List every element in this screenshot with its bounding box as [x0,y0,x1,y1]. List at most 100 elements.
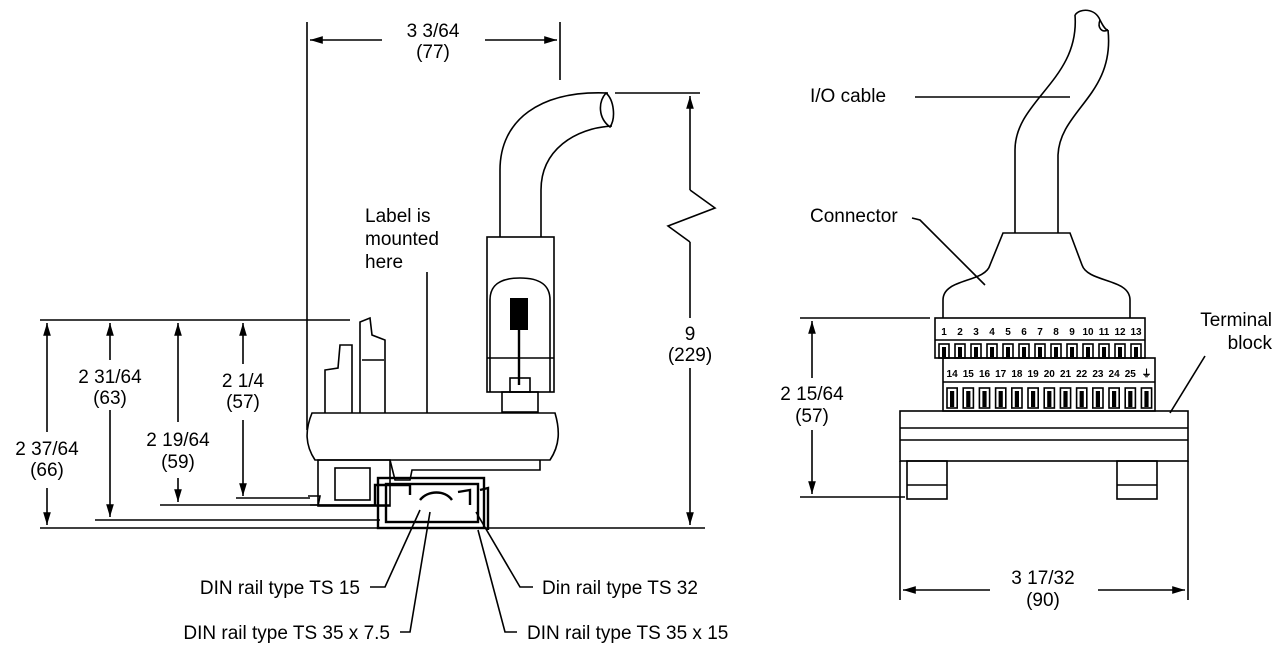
terminal-top-pin-slot [1118,347,1122,357]
label-note-line1: Label is [365,206,431,227]
side-view: 3 3/64 (77) [15,21,728,644]
rail-label-ts32: Din rail type TS 32 [542,578,698,599]
terminal-bottom-pin [1043,387,1056,409]
terminal-bottom-pin-slot [1095,391,1100,407]
terminal-bottom-pin [962,387,975,409]
dim-59: 2 19/64 (59) [146,323,210,502]
rail-label-ts35x15: DIN rail type TS 35 x 15 [527,623,728,644]
terminal-bottom-pin [1075,387,1088,409]
terminal-top-pin-slot [1038,347,1042,357]
terminal-bottom-pin-slot [982,391,987,407]
label-note: Label is mounted here [365,206,439,273]
dim-57-side-mm: (57) [226,392,260,413]
terminal-bottom-pin [994,387,1007,409]
terminal-bottom-pin-slot [1063,391,1068,407]
terminal-bottom-pin [1059,387,1072,409]
dim-57-front-mm: (57) [795,406,829,427]
terminal-top-number: 6 [1021,327,1027,338]
dim-width-mm: (77) [416,42,450,63]
dim-57-front-fraction: 2 15/64 [780,384,844,405]
dim-width-front: 3 17/32 (90) [903,568,1185,611]
terminal-top-pin-slot [974,347,978,357]
terminal-bottom-pin-slot [1079,391,1084,407]
terminal-top-number: 13 [1130,327,1142,338]
side-terminal-housing [306,272,560,507]
terminal-bottom-pin [1140,387,1153,409]
terminal-top-number: 11 [1099,327,1110,338]
terminal-top-pin-slot [1022,347,1026,357]
terminal-bottom-number: 15 [963,369,975,380]
terminal-bottom-pin [1108,387,1120,409]
terminal-top-number: 1 [941,327,947,338]
front-connector [942,232,1131,318]
terminal-bottom-pin [1092,387,1104,409]
terminal-bottom-number: 23 [1092,369,1104,380]
terminal-top-pin-slot [1134,347,1138,357]
dim-66-mm: (66) [30,460,64,481]
terminal-top-pin-slot [1070,347,1074,357]
terminal-bottom-pin [1027,387,1039,409]
terminal-bottom-number: 14 [947,369,959,380]
connector-label: Connector [810,206,898,227]
terminal-bottom-number: 16 [979,369,991,380]
terminal-bottom-pin-slot [1144,391,1149,407]
dim-59-mm: (59) [161,452,195,473]
terminal-bottom-number: 20 [1044,369,1056,380]
side-din-rails [95,476,490,530]
terminal-bottom-pin [1124,387,1137,409]
side-connector [486,236,555,413]
dim-63: 2 31/64 (63) [78,323,142,517]
terminal-bottom-number: 21 [1060,369,1072,380]
terminal-top-number: 7 [1037,327,1043,338]
terminal-bottom-pin-slot [966,391,971,407]
dim-57-front: 2 15/64 (57) [780,317,930,498]
dim-height-fraction: 9 [685,324,696,345]
dim-height-side: 9 (229) [615,92,717,525]
terminal-bottom-number: 24 [1109,369,1121,380]
terminal-block-label-1: Terminal [1200,310,1272,331]
terminal-bottom-pin-slot [1014,391,1019,407]
terminal-bottom-pin-slot [998,391,1003,407]
terminal-bottom-number: 25 [1125,369,1137,380]
front-terminal-bottom: 14 15 16 17 18 19 20 21 22 23 24 25 ⏚ [942,357,1156,412]
terminal-bottom-number: ⏚ [1142,368,1152,380]
dim-66-fraction: 2 37/64 [15,439,79,460]
dim-63-fraction: 2 31/64 [78,367,142,388]
terminal-top-number: 4 [989,327,995,338]
terminal-top-pin-slot [958,347,962,357]
dim-66: 2 37/64 (66) [15,323,79,525]
terminal-bottom-number: 17 [995,369,1007,380]
terminal-top-pin-slot [1006,347,1010,357]
terminal-bottom-pin [1010,387,1023,409]
terminal-bottom-pin-slot [1047,391,1052,407]
terminal-bottom-number: 22 [1076,369,1088,380]
io-cable-label: I/O cable [810,86,886,107]
terminal-bottom-pin-slot [1031,391,1036,407]
terminal-top-pin-slot [1086,347,1090,357]
dim-width-front-mm: (90) [1026,590,1060,611]
front-base [899,410,1189,600]
terminal-bottom-number: 18 [1011,369,1023,380]
dim-width-side: 3 3/64 (77) [306,21,561,430]
terminal-top-pin-slot [1102,347,1106,357]
terminal-top-number: 2 [957,327,963,338]
terminal-bottom-pin-slot [1128,391,1133,407]
dim-59-fraction: 2 19/64 [146,430,210,451]
terminal-top-number: 3 [973,327,979,338]
terminal-top-number: 5 [1005,327,1011,338]
terminal-bottom-number: 19 [1028,369,1040,380]
terminal-top-pin-slot [1054,347,1058,357]
dim-width-fraction: 3 3/64 [407,21,460,42]
front-cable [1014,9,1110,233]
dim-57-side-fraction: 2 1/4 [222,371,265,392]
dim-width-front-fraction: 3 17/32 [1011,568,1074,589]
terminal-bottom-pin [946,387,958,409]
rail-leaders: DIN rail type TS 15 DIN rail type TS 35 … [183,509,728,644]
terminal-top-number: 9 [1069,327,1075,338]
terminal-top-pin-slot [990,347,994,357]
dim-63-mm: (63) [93,388,127,409]
terminal-top-number: 12 [1114,327,1126,338]
